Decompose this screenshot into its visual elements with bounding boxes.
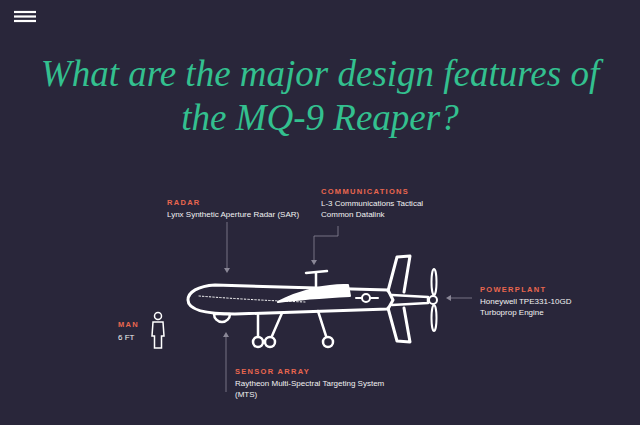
wheel	[253, 337, 263, 347]
sensor-ball	[214, 314, 230, 322]
propeller-hub	[429, 296, 437, 304]
leader-arrow	[224, 268, 230, 273]
part-name: RADAR	[167, 198, 201, 208]
engine-detail	[356, 297, 378, 299]
man-body	[152, 322, 164, 348]
leader-arrow	[223, 332, 229, 337]
antenna	[306, 271, 327, 287]
leader-line	[449, 298, 472, 299]
menu-icon	[14, 12, 36, 21]
leader-arrow	[311, 260, 317, 265]
propeller-blade	[432, 269, 437, 295]
man-figure	[152, 313, 164, 349]
leader-line	[226, 334, 227, 392]
part-description: Lynx Synthetic Aperture Radar (SAR)	[167, 209, 317, 220]
part-name: COMMUNICATIONS	[321, 187, 409, 197]
scale-name: MAN	[118, 320, 139, 330]
part-description: Honeywell TPE331-10GD Turboprop Engine	[480, 296, 585, 318]
propeller-blade	[432, 305, 437, 331]
leader-arrow	[446, 295, 451, 301]
wheel	[265, 337, 275, 347]
part-name: POWERPLANT	[480, 285, 546, 295]
leader-heads	[223, 260, 451, 337]
landing-gear	[272, 313, 282, 336]
leader-line	[227, 222, 228, 271]
page-title: What are the major design features of th…	[30, 52, 610, 140]
leader-lines	[226, 222, 472, 392]
leader-line	[314, 226, 338, 263]
part-description: Raytheon Multi-Spectral Targeting System…	[235, 378, 385, 400]
menu-bar	[14, 11, 36, 13]
drone	[188, 256, 437, 347]
part-name: SENSOR ARRAY	[235, 367, 310, 377]
menu-bar	[14, 20, 36, 22]
part-description: L-3 Communications Tactical Common Datal…	[321, 198, 446, 220]
wing	[278, 285, 350, 302]
tail-cone	[392, 295, 428, 305]
lower-tail-fin	[388, 308, 410, 342]
man-head	[155, 313, 162, 320]
landing-gear	[257, 315, 260, 336]
engine-intake	[362, 294, 370, 302]
landing-gear	[318, 311, 326, 336]
fuselage	[188, 285, 393, 314]
menu-bar	[14, 15, 36, 17]
wheel	[323, 337, 333, 347]
upper-tail-fin	[388, 256, 410, 292]
scale-height: 6 FT	[118, 332, 134, 343]
